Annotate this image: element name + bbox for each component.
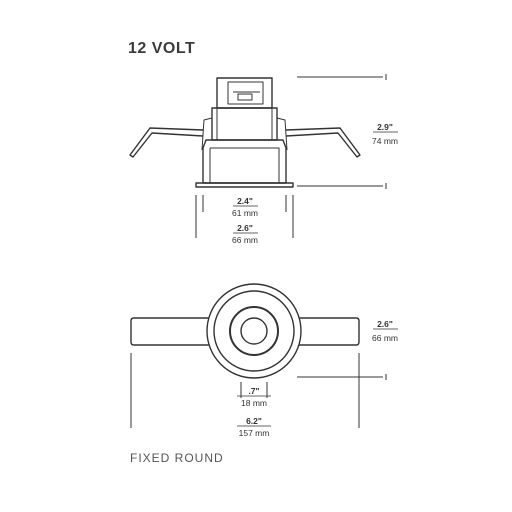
side-outer-width-imperial: 2.6"	[237, 223, 253, 233]
side-width-dimension-lines	[195, 195, 294, 238]
product-title: 12 VOLT	[128, 40, 196, 57]
side-inner-width-metric: 61 mm	[232, 208, 258, 218]
top-diameter-imperial: 2.6"	[377, 319, 393, 329]
trim-style-label: FIXED ROUND	[130, 451, 224, 465]
top-aperture-imperial: .7"	[248, 386, 259, 396]
top-span-metric: 157 mm	[239, 428, 270, 438]
top-view-fixture	[130, 283, 360, 379]
side-view-fixture	[129, 77, 361, 188]
side-outer-width-metric: 66 mm	[232, 235, 258, 245]
side-inner-width-imperial: 2.4"	[237, 196, 253, 206]
side-height-dimension-lines	[297, 74, 387, 189]
top-dimension-lines	[130, 353, 387, 428]
side-height-metric: 74 mm	[372, 136, 398, 146]
top-span-imperial: 6.2"	[246, 416, 262, 426]
top-diameter-metric: 66 mm	[372, 333, 398, 343]
side-height-imperial: 2.9"	[377, 122, 393, 132]
dimension-underlines	[233, 131, 398, 427]
top-aperture-metric: 18 mm	[241, 398, 267, 408]
